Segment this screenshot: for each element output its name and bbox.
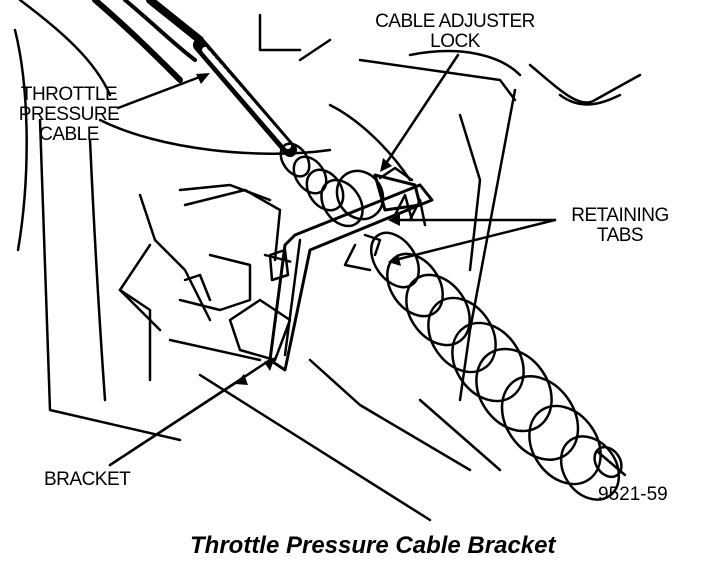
label-line: RETAINING	[571, 205, 669, 226]
engine-casting	[13, 0, 642, 522]
arrow-heads	[196, 73, 401, 385]
label-line: CABLE ADJUSTER	[375, 11, 535, 32]
label-cable-adjuster-lock: CABLE ADJUSTER LOCK	[360, 12, 550, 52]
figure-number: 9521-59	[598, 484, 668, 505]
label-line: TABS	[596, 225, 644, 246]
hose	[92, 0, 204, 83]
throttle-cable	[193, 38, 297, 157]
label-line: LOCK	[430, 31, 480, 52]
label-throttle-pressure-cable: THROTTLE PRESSURE CABLE	[14, 85, 124, 145]
bracket	[263, 183, 434, 372]
label-bracket: BRACKET	[44, 469, 131, 490]
label-line: PRESSURE	[18, 104, 120, 125]
label-line: CABLE	[39, 124, 99, 145]
label-line: THROTTLE	[20, 84, 118, 105]
retaining-tabs	[343, 193, 427, 272]
figure-caption: Throttle Pressure Cable Bracket	[190, 532, 556, 559]
label-retaining-tabs: RETAINING TABS	[560, 206, 680, 246]
